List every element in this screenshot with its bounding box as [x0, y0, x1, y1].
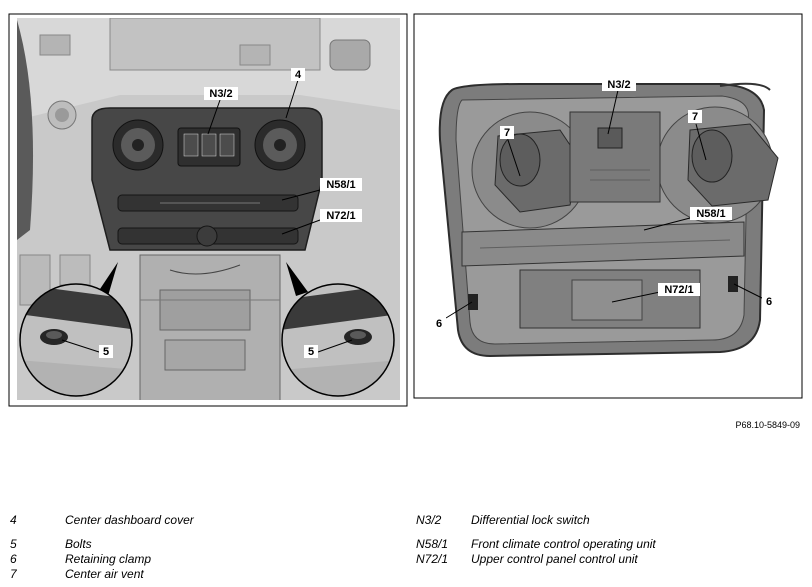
callout-7-right: 7: [688, 110, 707, 161]
legend-item: 7 Center air vent: [10, 567, 390, 583]
legend-desc: Front climate control operating unit: [471, 537, 656, 551]
callout-5-right: 5: [304, 339, 353, 358]
svg-text:N3/2: N3/2: [209, 88, 232, 100]
legend-code: 5: [10, 537, 17, 551]
legend-item: N3/2 Differential lock switch: [416, 513, 806, 529]
svg-text:5: 5: [103, 346, 109, 358]
svg-text:N72/1: N72/1: [664, 284, 693, 296]
legend-item: N72/1 Upper control panel control unit: [416, 552, 806, 568]
legend-desc: Differential lock switch: [471, 513, 590, 527]
svg-text:N58/1: N58/1: [696, 208, 725, 220]
zoom-connector-right: [286, 262, 308, 296]
callout-N3-2: N3/2: [204, 87, 238, 135]
legend-desc: Upper control panel control unit: [471, 552, 638, 566]
legend-item: 6 Retaining clamp: [10, 552, 390, 568]
legend-desc: Bolts: [65, 537, 92, 551]
svg-text:N58/1: N58/1: [326, 179, 355, 191]
svg-text:N3/2: N3/2: [607, 79, 630, 91]
callout-N58-1: N58/1: [281, 178, 362, 201]
svg-text:7: 7: [504, 127, 510, 139]
legend-item: 5 Bolts: [10, 537, 390, 553]
svg-text:6: 6: [436, 318, 442, 330]
callout-N72-1: N72/1: [281, 209, 362, 235]
zoom-connector-left: [98, 262, 118, 296]
legend-desc: Center dashboard cover: [65, 513, 194, 527]
legend-code: 6: [10, 552, 17, 566]
legend-code: 7: [10, 567, 17, 581]
legend-item: N58/1 Front climate control operating un…: [416, 537, 806, 553]
svg-text:7: 7: [692, 111, 698, 123]
svg-text:N72/1: N72/1: [326, 210, 355, 222]
svg-text:4: 4: [295, 69, 302, 81]
callout-4: 4: [285, 68, 305, 119]
svg-text:5: 5: [308, 346, 314, 358]
svg-text:6: 6: [766, 296, 772, 308]
legend-code: N58/1: [416, 537, 449, 551]
legend-left: 4 Center dashboard cover 5 Bolts 6 Retai…: [10, 513, 390, 583]
legend-code: N3/2: [416, 513, 442, 527]
legend-right: N3/2 Differential lock switch N58/1 Fron…: [416, 513, 806, 569]
component-location-diagram: 4 N3/2 N58/1 N72/1 5 5: [8, 13, 803, 407]
figure-reference-code: P68.10-5849-09: [735, 420, 800, 430]
legend-code: N72/1: [416, 552, 449, 566]
callout-5-left: 5: [61, 339, 113, 358]
callout-6-left: 6: [432, 301, 473, 330]
legend-item: 4 Center dashboard cover: [10, 513, 390, 529]
legend-desc: Retaining clamp: [65, 552, 152, 566]
callout-N3-2-rear: N3/2: [602, 78, 636, 135]
callout-7-left: 7: [500, 126, 521, 177]
callout-N58-1-rear: N58/1: [643, 207, 732, 231]
left-panel: 4 N3/2 N58/1 N72/1 5 5: [8, 13, 408, 407]
callout-N72-1-rear: N72/1: [611, 283, 700, 303]
callout-6-right: 6: [733, 283, 776, 308]
legend-desc: Center air vent: [65, 567, 144, 581]
legend-code: 4: [10, 513, 17, 527]
right-panel: N3/2 7 7 N58/1 N72/1 6: [413, 13, 803, 399]
